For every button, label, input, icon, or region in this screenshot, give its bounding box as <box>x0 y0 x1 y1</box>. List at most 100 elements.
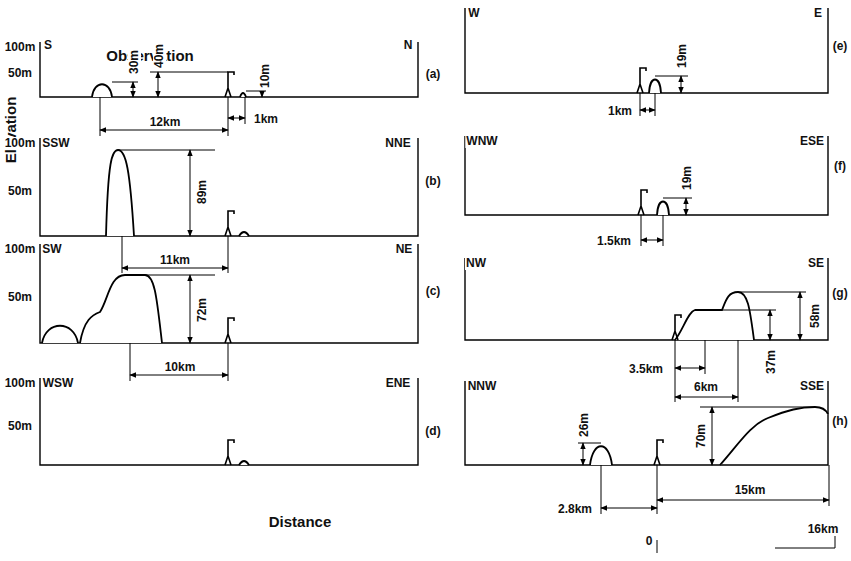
dimension-label: 1km <box>607 105 633 118</box>
dimension-label: S <box>43 39 53 52</box>
dimension-label: (f) <box>833 160 847 173</box>
dimension-label: 0 <box>645 535 654 548</box>
label-holder: 11km <box>159 250 191 268</box>
label-holder: 37m <box>761 349 779 375</box>
label-holder: 26m <box>574 412 592 438</box>
label-holder: Elevation <box>2 96 20 165</box>
dimension-label: 72m <box>196 297 209 323</box>
label-holder: 0 <box>645 531 654 549</box>
dimension-label: 40m <box>153 43 166 69</box>
dimension-label: 100m <box>4 243 37 256</box>
dimension-label: 30m <box>128 49 141 75</box>
dimension-label: ENE <box>385 377 412 390</box>
label-holder: 72m <box>192 297 210 323</box>
label-holder: 15km <box>734 480 767 498</box>
label-holder: (g) <box>831 283 848 301</box>
label-holder: SE <box>807 253 825 271</box>
dimension-label: NNE <box>384 137 411 150</box>
dimension-label: 89m <box>196 179 209 205</box>
dimension-label: NE <box>395 243 414 256</box>
label-holder: NNW <box>467 376 498 394</box>
label-holder: 19m <box>672 43 690 69</box>
dimension-label: W <box>467 7 480 20</box>
dimension-label: ESE <box>799 135 825 148</box>
label-holder: 70m <box>691 423 709 449</box>
dimension-label: 19m <box>676 43 689 69</box>
label-holder: E <box>813 3 823 21</box>
label-holder: 100m <box>4 373 37 391</box>
label-holder: W <box>467 3 480 21</box>
label-holder: (b) <box>424 171 441 189</box>
label-holder: 1km <box>253 109 279 127</box>
label-holder: WSW <box>42 373 75 391</box>
label-holder: 50m <box>7 181 33 199</box>
dimension-label: 100m <box>4 377 37 390</box>
label-holder: 16km <box>807 519 840 537</box>
dimension-label: 10km <box>164 361 197 374</box>
axis-title: Observation <box>105 48 195 65</box>
dimension-label: 12km <box>149 116 182 129</box>
dimension-arrows <box>100 72 829 508</box>
panel-frames <box>40 8 828 465</box>
axis-title: Distance <box>268 514 333 531</box>
dimension-label: 70m <box>695 423 708 449</box>
label-holder: 40m <box>149 43 167 69</box>
dimension-label: 1.5km <box>596 235 632 248</box>
dimension-label: E <box>813 7 823 20</box>
label-holder: (a) <box>425 64 442 82</box>
dimension-label: (c) <box>425 285 442 298</box>
label-holder: Distance <box>268 513 333 531</box>
dimension-label: 100m <box>4 41 37 54</box>
label-holder: 12km <box>149 112 182 130</box>
dimension-label: (e) <box>832 40 849 53</box>
label-holder: 10km <box>164 357 197 375</box>
label-holder: 100m <box>4 133 37 151</box>
label-holder: 30m <box>124 49 142 75</box>
dimension-label: SSE <box>799 380 825 393</box>
dimension-label: SSW <box>41 137 70 150</box>
dimension-label: WNW <box>465 135 498 148</box>
dimension-label: (h) <box>831 415 848 428</box>
label-holder: NE <box>395 239 414 257</box>
dimension-label: WSW <box>42 377 75 390</box>
dimension-label: NNW <box>467 380 498 393</box>
label-holder: 1.5km <box>596 231 632 249</box>
axis-title: Elevation <box>3 96 20 165</box>
label-holder: 89m <box>192 179 210 205</box>
dimension-label: 50m <box>7 291 33 304</box>
dimension-label: NW <box>465 257 487 270</box>
label-holder: ESE <box>799 131 825 149</box>
dimension-label: 37m <box>765 349 778 375</box>
label-holder: 100m <box>4 239 37 257</box>
label-holder: 19m <box>677 165 695 191</box>
label-holder: 10m <box>255 63 273 89</box>
dimension-label: 2.8km <box>557 503 593 516</box>
label-holder: WNW <box>465 131 498 149</box>
dimension-label: SW <box>41 243 62 256</box>
dimension-label: N <box>403 39 414 52</box>
label-holder: N <box>403 35 414 53</box>
label-holder: NW <box>465 253 487 271</box>
dimension-label: 11km <box>159 254 191 267</box>
label-holder: (f) <box>833 156 847 174</box>
extension-lines <box>100 72 835 553</box>
dimension-label: 10m <box>259 63 272 89</box>
dimension-label: 50m <box>7 420 33 433</box>
label-holder: ENE <box>385 373 412 391</box>
label-holder: 50m <box>7 287 33 305</box>
label-holder: 1km <box>607 101 633 119</box>
label-holder: 58m <box>805 303 823 329</box>
dimension-label: 16km <box>807 523 840 536</box>
dimension-label: (d) <box>424 425 441 438</box>
label-holder: (e) <box>832 36 849 54</box>
label-holder: SSE <box>799 376 825 394</box>
dimension-label: 1km <box>253 113 279 126</box>
dimension-label: 15km <box>734 484 767 497</box>
dimension-label: 3.5km <box>628 363 664 376</box>
label-holder: SSW <box>41 133 70 151</box>
dimension-label: (a) <box>425 68 442 81</box>
dimension-label: 50m <box>7 185 33 198</box>
observation-towers <box>225 68 681 465</box>
